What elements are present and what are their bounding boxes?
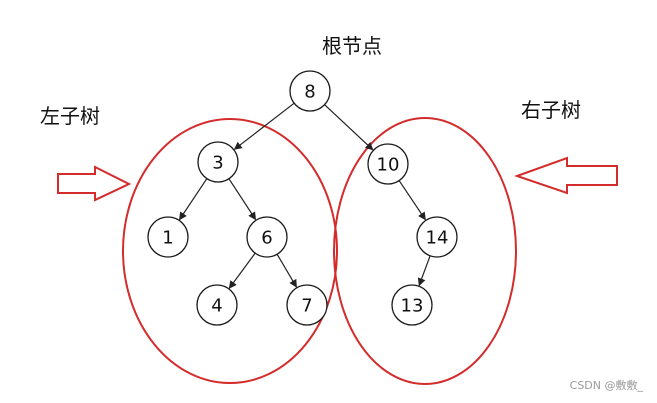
tree-node-14: 14 [416,216,458,258]
tree-node-value: 8 [304,82,315,103]
tree-node-13: 13 [391,284,433,326]
tree-node-value: 4 [211,296,222,317]
edge-n6-n4 [228,252,256,289]
right-pointer-arrow-icon [513,156,618,195]
tree-node-value: 7 [301,296,312,317]
tree-node-circle [196,284,238,326]
tree-node-value: 14 [426,228,449,249]
edge-n10-n14 [398,180,426,221]
tree-node-10: 10 [367,143,409,185]
tree-node-circle [416,216,458,258]
tree-node-1: 1 [147,216,189,258]
right-subtree-label: 右子树 [521,98,581,122]
tree-node-circle [286,284,328,326]
root-node-label: 根节点 [322,34,382,58]
left-pointer-arrow-icon [57,165,132,202]
tree-node-value: 13 [401,296,424,317]
right-subtree-ellipse [333,117,517,385]
tree-node-7: 7 [286,284,328,326]
edge-n6-n7 [276,253,297,288]
tree-node-value: 1 [162,228,173,249]
edge-n8-n3 [233,102,295,150]
tree-node-circle [367,143,409,185]
edge-n3-n6 [228,178,257,221]
tree-node-circle [289,70,331,112]
tree-node-value: 10 [377,155,400,176]
tree-node-4: 4 [196,284,238,326]
left-subtree-ellipse [122,118,338,384]
tree-node-3: 3 [197,141,239,183]
edge-n8-n10 [324,104,374,151]
csdn-watermark: CSDN @敷敷_ [569,379,643,392]
tree-node-circle [197,141,239,183]
edge-n14-n13 [417,255,431,287]
tree-node-value: 3 [212,153,223,174]
tree-node-circle [147,216,189,258]
edge-n3-n1 [179,178,208,221]
tree-node-8: 8 [289,70,331,112]
left-subtree-label: 左子树 [40,104,100,128]
tree-node-6: 6 [246,216,288,258]
tree-node-circle [391,284,433,326]
tree-node-circle [246,216,288,258]
tree-node-value: 6 [261,228,272,249]
